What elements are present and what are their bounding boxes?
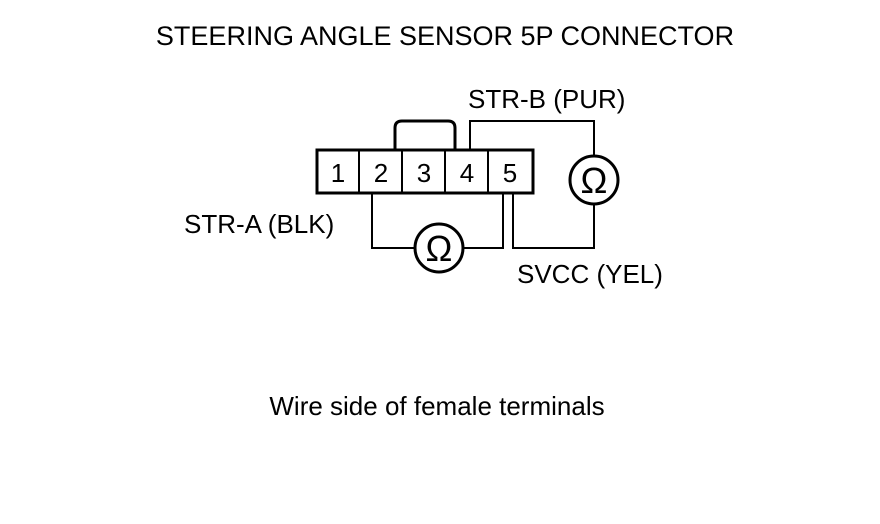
diagram-title: STEERING ANGLE SENSOR 5P CONNECTOR bbox=[156, 21, 734, 51]
terminal-4: 4 bbox=[460, 158, 474, 188]
terminal-2: 2 bbox=[374, 158, 388, 188]
terminal-1: 1 bbox=[331, 158, 345, 188]
wire-svcc-left bbox=[464, 193, 504, 249]
ohmmeter-lower bbox=[413, 222, 465, 274]
ohmmeter-right bbox=[568, 154, 620, 206]
connector-latch bbox=[393, 119, 457, 152]
label-svcc: SVCC (YEL) bbox=[517, 259, 663, 289]
ohm-icon: Ω bbox=[426, 228, 453, 269]
wire-svcc-right bbox=[512, 193, 595, 249]
terminal-5: 5 bbox=[503, 158, 517, 188]
wire-str-a bbox=[371, 193, 414, 249]
connector-body bbox=[315, 148, 535, 195]
terminal-3: 3 bbox=[417, 158, 431, 188]
caption: Wire side of female terminals bbox=[269, 391, 604, 421]
ohm-icon: Ω bbox=[581, 160, 608, 201]
wire-str-b bbox=[469, 120, 595, 156]
label-str-a: STR-A (BLK) bbox=[184, 209, 334, 239]
label-str-b: STR-B (PUR) bbox=[468, 84, 625, 114]
